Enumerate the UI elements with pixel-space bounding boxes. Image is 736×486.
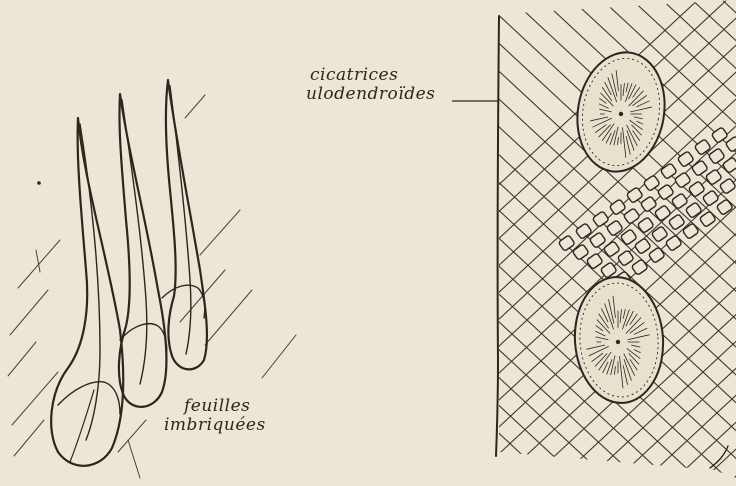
scar-label: cicatrices ulodendroïdes [306,66,435,104]
scar-label-line1: cicatrices [306,66,435,85]
scar-label-line2: ulodendroïdes [306,85,435,104]
leaf-label-line1: feuilles [164,397,266,416]
leaf-label: feuilles imbriquées [164,397,266,435]
leaf-label-line2: imbriquées [164,416,266,435]
